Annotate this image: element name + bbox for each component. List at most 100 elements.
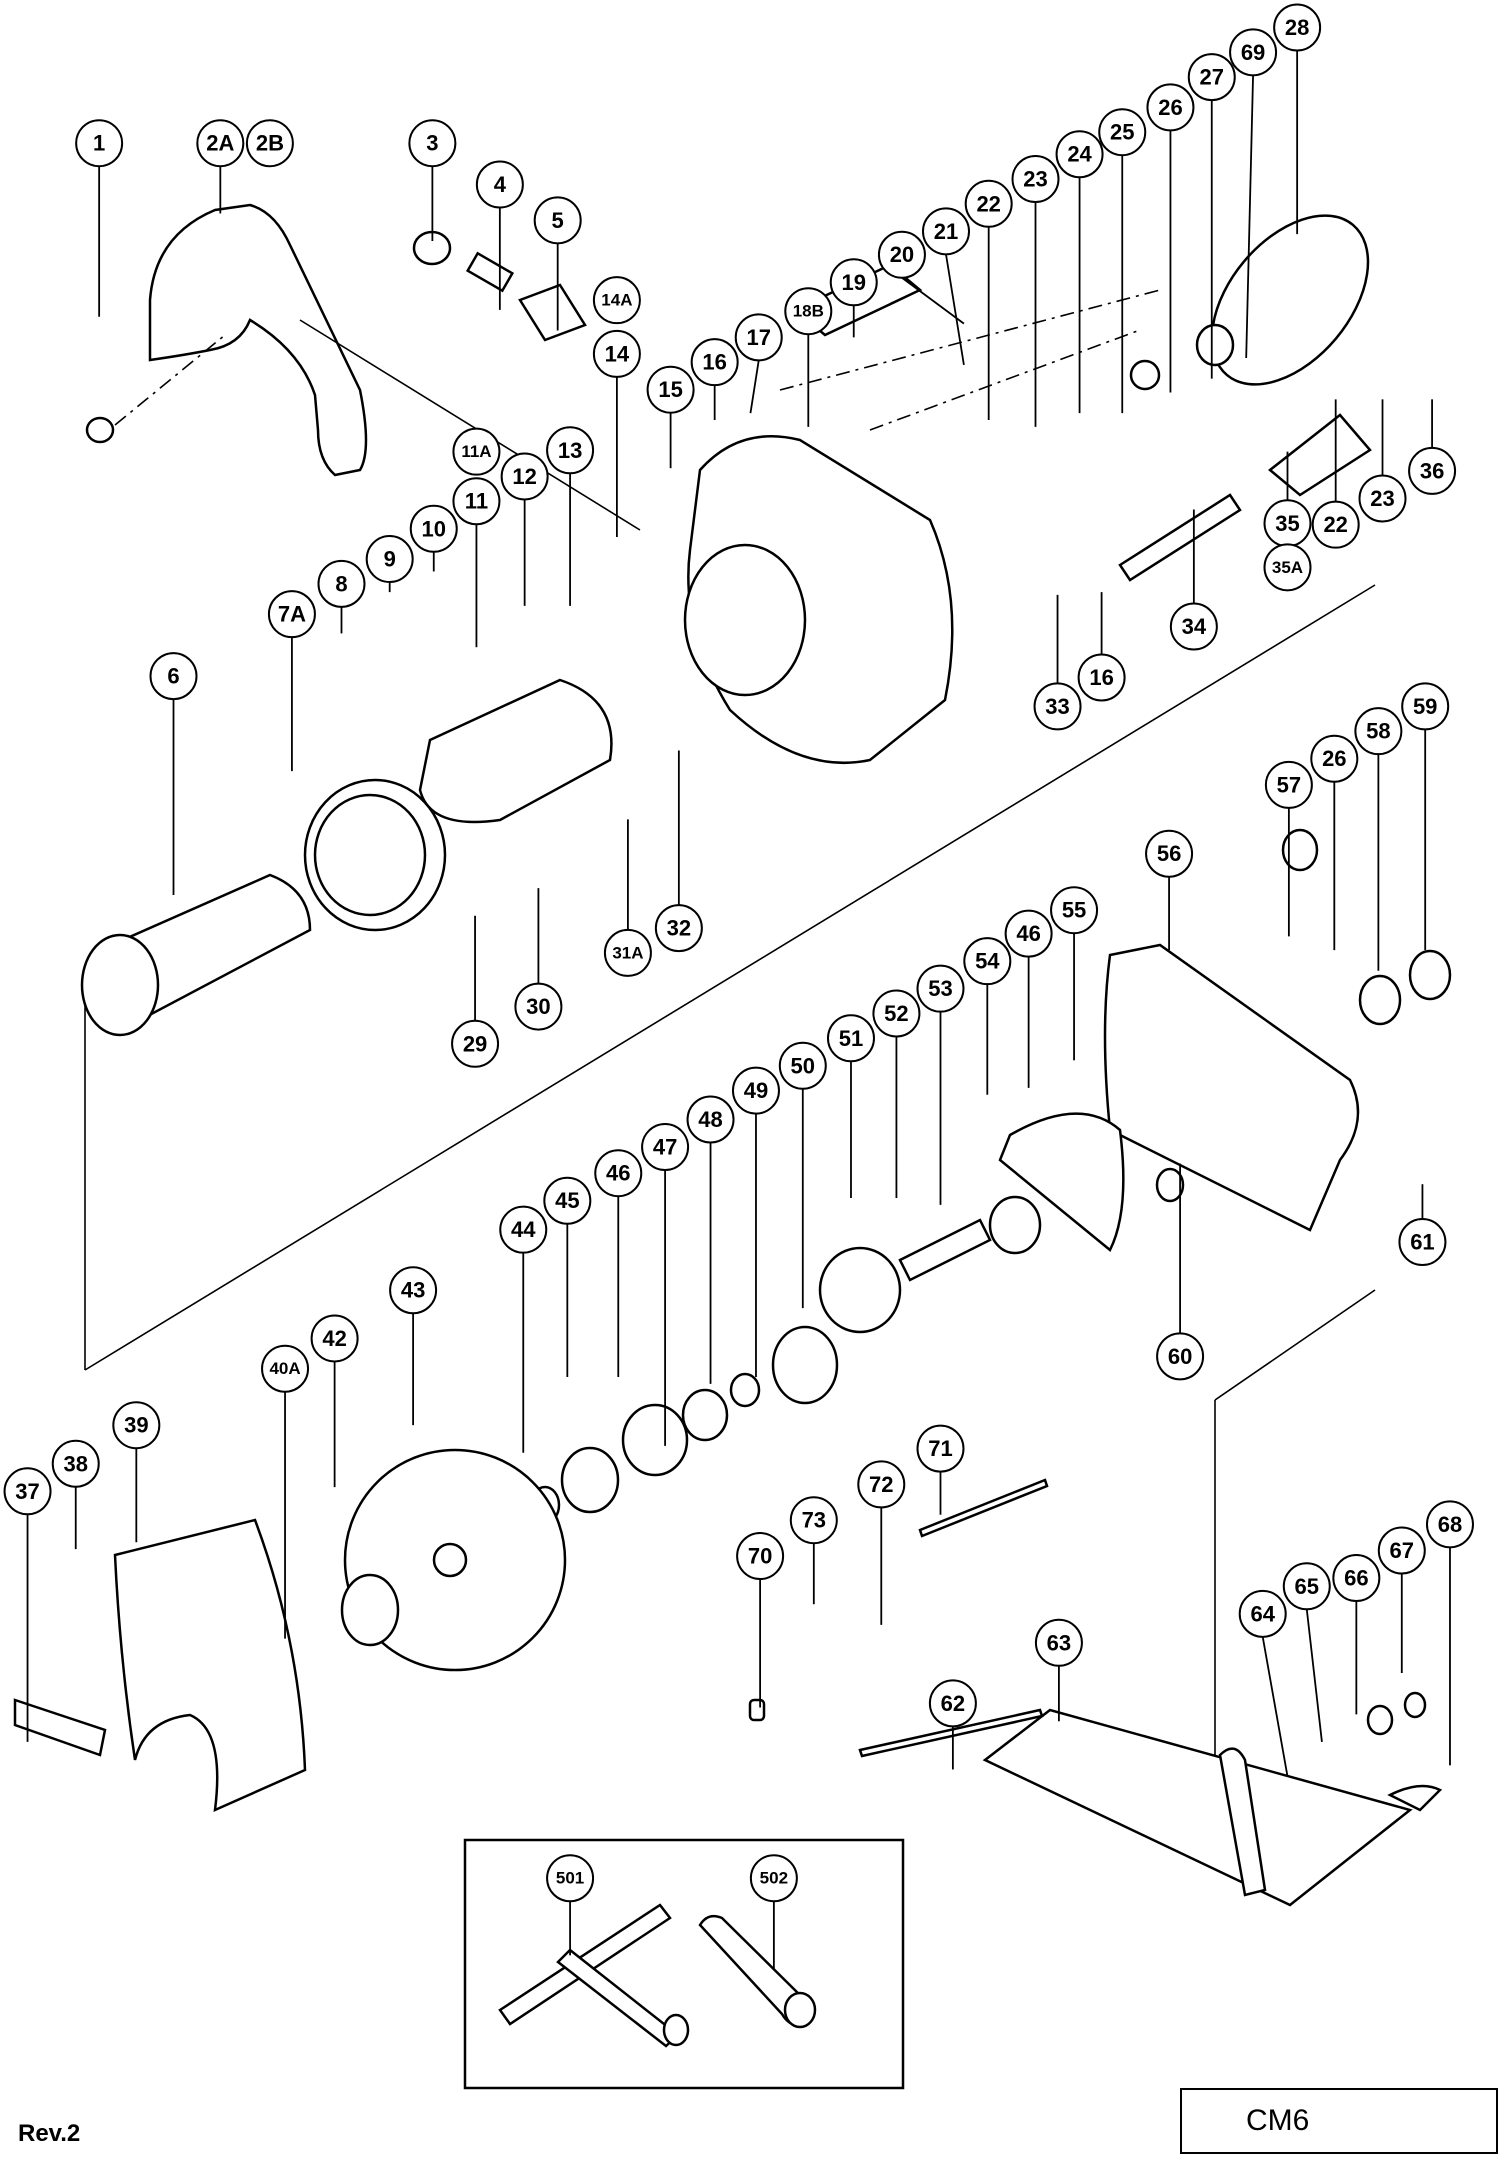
callout-circle: [594, 1149, 643, 1198]
callout-circle: [261, 1344, 310, 1393]
callout-text: 50: [791, 1053, 815, 1078]
callout-circle: [736, 1532, 785, 1581]
shaft-52: [898, 1218, 992, 1282]
callout-circle: [310, 1314, 359, 1363]
housing-bore: [683, 543, 807, 697]
callout-47: 47: [641, 1123, 690, 1446]
callout-circle: [1187, 53, 1236, 102]
callout-text: 42: [322, 1326, 346, 1351]
callout-text: 12: [512, 464, 536, 489]
callout-12: 12: [500, 452, 549, 606]
callout-text: 22: [1323, 512, 1347, 537]
callout-text: 21: [934, 219, 958, 244]
callout-circle: [1011, 155, 1060, 204]
callout-circle: [500, 452, 549, 501]
callout-circle: [1401, 682, 1450, 731]
callout-text: 1: [93, 131, 105, 156]
callout-circle: [749, 1854, 798, 1903]
callout-text: 46: [1016, 921, 1040, 946]
callout-circle: [603, 928, 652, 977]
callout-text: 68: [1438, 1512, 1462, 1537]
cover-28: [1210, 214, 1370, 386]
callout-text: 70: [748, 1544, 772, 1569]
callout-text: 71: [928, 1436, 952, 1461]
callout-44: 44: [499, 1205, 548, 1453]
ring-7a-inner: [313, 793, 427, 917]
callout-67: 67: [1377, 1526, 1426, 1674]
callout-11A: 11A: [452, 427, 501, 476]
callout-7A: 7A: [267, 590, 316, 772]
part-5: [518, 283, 587, 342]
callout-circle: [1273, 3, 1322, 52]
callout-circle: [1077, 653, 1126, 702]
callout-57: 57: [1264, 760, 1313, 937]
bearing-27: [1195, 323, 1235, 367]
callout-text: 43: [401, 1278, 425, 1303]
callout-17: 17: [734, 313, 783, 414]
callout-text: 39: [124, 1413, 148, 1438]
rod-72: [858, 1708, 1044, 1758]
callout-circle: [1156, 1332, 1205, 1381]
callout-29: 29: [451, 915, 500, 1068]
callout-text: 8: [335, 571, 347, 596]
callout-circle: [690, 338, 739, 387]
callout-circle: [51, 1439, 100, 1488]
callout-circle: [1358, 474, 1407, 523]
callout-text: 27: [1200, 65, 1224, 90]
tool-501-socket: [662, 2013, 690, 2047]
callout-text: 29: [463, 1031, 487, 1056]
callout-circle: [389, 1266, 438, 1315]
callout-text: 11: [465, 489, 488, 514]
callout-circle: [1264, 760, 1313, 809]
callout-circle: [1408, 446, 1457, 495]
callout-8: 8: [317, 559, 366, 634]
callout-circle: [1354, 707, 1403, 756]
callout-circle: [963, 937, 1012, 986]
callout-circle: [514, 982, 563, 1031]
callout-25: 25: [1098, 108, 1147, 414]
callout-circle: [921, 207, 970, 256]
callout-text: 17: [746, 325, 770, 350]
callout-circle: [409, 504, 458, 553]
callout-59: 59: [1401, 682, 1450, 951]
callout-62: 62: [928, 1679, 977, 1770]
callout-text: 24: [1067, 142, 1092, 167]
label-37: [13, 1698, 107, 1757]
callout-text: 18B: [793, 302, 824, 321]
callout-text: 64: [1250, 1601, 1275, 1626]
callout-circle: [641, 1123, 690, 1172]
callout-52: 52: [872, 989, 921, 1198]
callout-circle: [1238, 1589, 1287, 1638]
callout-circle: [533, 196, 582, 245]
tool-501-shaft: [556, 1948, 680, 2048]
callout-text: 45: [555, 1188, 579, 1213]
callout-text: 37: [15, 1479, 39, 1504]
callout-circle: [1033, 682, 1082, 731]
callout-text: 4: [494, 172, 507, 197]
callout-text: 5: [552, 208, 564, 233]
callout-text: 16: [1089, 665, 1113, 690]
leader-line: [901, 277, 965, 325]
callout-51: 51: [826, 1014, 875, 1198]
callout-text: 67: [1390, 1538, 1414, 1563]
callout-14: 14: [592, 329, 641, 538]
callout-text: 54: [975, 949, 1000, 974]
leader-line: [945, 254, 965, 366]
plug-35: [1268, 413, 1372, 497]
callout-50: 50: [778, 1041, 827, 1309]
stator-11: [418, 678, 613, 824]
callout-64: 64: [1238, 1589, 1289, 1777]
callout-43: 43: [389, 1266, 438, 1426]
callout-text: 19: [841, 270, 865, 295]
model-box: CM6: [1180, 2088, 1498, 2154]
callout-14A: 14A: [592, 276, 641, 325]
callout-text: 502: [760, 1869, 788, 1888]
callout-4: 4: [475, 160, 524, 310]
bearing-59: [1408, 949, 1452, 1001]
callout-circle: [75, 119, 124, 168]
callout-text: 9: [384, 547, 396, 572]
ring-48: [681, 1388, 729, 1442]
callout-text: 501: [556, 1869, 584, 1888]
callout-circle: [1055, 130, 1104, 179]
